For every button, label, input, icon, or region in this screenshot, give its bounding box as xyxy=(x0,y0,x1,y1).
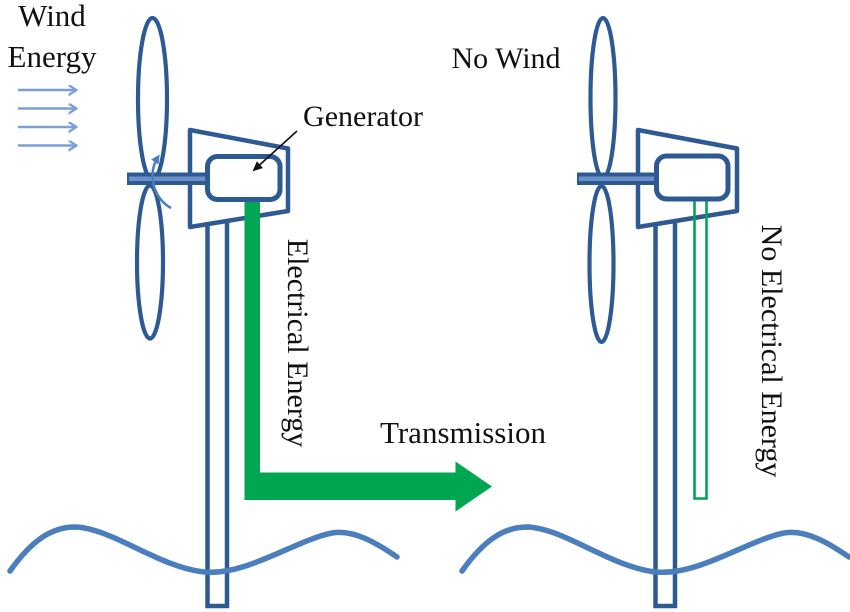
electrical-energy-label: Electrical Energy xyxy=(281,239,314,448)
right-lower-blade xyxy=(587,183,616,345)
wind-energy-label-line2: Energy xyxy=(8,39,97,74)
left-lower-blade xyxy=(134,183,166,341)
rotation-arrow-icon xyxy=(150,154,172,210)
no-electrical-energy-label: No Electrical Energy xyxy=(755,225,788,478)
left-shaft-highlight xyxy=(129,176,211,181)
left-tower xyxy=(205,215,230,609)
wind-energy-label-line1: Wind xyxy=(18,0,86,33)
right-shaft-highlight xyxy=(579,176,661,181)
no-wind-label: No Wind xyxy=(451,42,560,75)
electrical-energy-flow xyxy=(244,197,492,512)
wind-arrows xyxy=(18,90,76,146)
generator-pointer-line xyxy=(252,130,298,172)
transmission-label: Transmission xyxy=(380,415,546,450)
left-upper-blade xyxy=(135,15,170,183)
generator-label: Generator xyxy=(303,100,423,133)
right-turbine xyxy=(577,15,740,609)
right-tower xyxy=(653,215,678,609)
left-turbine xyxy=(127,15,492,609)
water-wave-left xyxy=(7,524,400,575)
electrical-energy-bar xyxy=(244,197,260,500)
right-generator-box xyxy=(654,153,731,202)
transmission-arrowhead xyxy=(455,461,492,512)
water-wave-right xyxy=(459,524,850,575)
left-generator-box xyxy=(205,154,283,202)
no-electrical-energy-bar xyxy=(693,199,708,500)
transmission-bar xyxy=(244,472,456,500)
right-upper-blade xyxy=(588,15,618,181)
